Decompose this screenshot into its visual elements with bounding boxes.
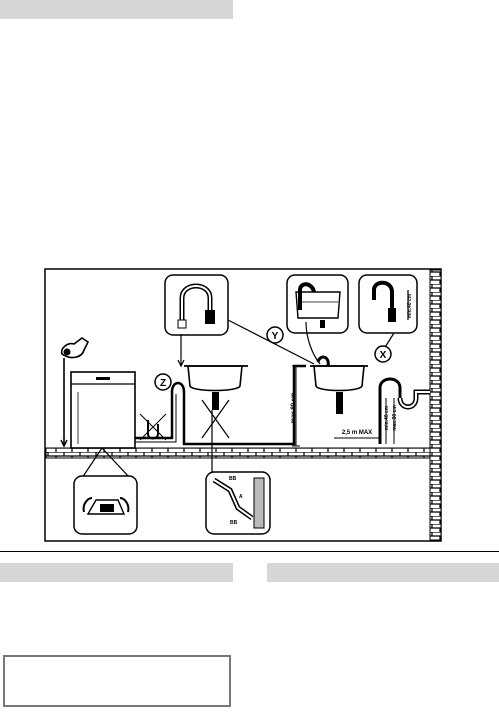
wall	[429, 269, 442, 541]
dishwasher	[70, 371, 136, 449]
section-header-bar-left	[0, 563, 233, 582]
callout-y: Y	[227, 319, 321, 365]
siphon-max-label: max.80 cm	[392, 405, 398, 431]
inset-hose-siphon: min.40 cm	[358, 274, 418, 334]
distance-dimension: 2,5 m MAX	[334, 430, 380, 439]
part-label-b: A	[239, 494, 243, 500]
page-divider	[0, 551, 499, 552]
callout-y-label: Y	[272, 331, 279, 342]
drain-hose-installation-diagram: Z min.40 cm	[44, 268, 442, 542]
part-label-a: BB	[229, 476, 237, 482]
part-label-c: BB	[230, 520, 238, 526]
callout-x-label: X	[380, 350, 387, 361]
callout-z-label: Z	[160, 378, 166, 389]
distance-label: 2,5 m MAX	[342, 430, 372, 436]
callout-x: X	[374, 332, 395, 363]
second-sink	[310, 355, 368, 414]
inset-hose-bend	[164, 274, 229, 368]
inset-hose-in-sink	[286, 274, 349, 334]
height-dimension: max.80 cm	[291, 365, 300, 447]
note-box	[3, 655, 231, 707]
inset-min-label: min.40 cm	[407, 293, 413, 318]
sink	[184, 365, 248, 439]
prohibited-loop-icon	[139, 413, 167, 441]
section-header-bar	[0, 0, 233, 19]
siphon: min.40 cm max.80 cm	[378, 377, 430, 444]
height-dimension-label: max.80 cm	[291, 393, 297, 424]
inset-dishwasher-base	[73, 447, 138, 535]
callout-z: Z	[154, 373, 172, 391]
water-tap-icon	[60, 337, 90, 448]
inset-hose-connection: BB A BB	[205, 410, 271, 535]
siphon-min-label: min.40 cm	[384, 405, 390, 430]
section-header-bar-right	[267, 563, 499, 582]
